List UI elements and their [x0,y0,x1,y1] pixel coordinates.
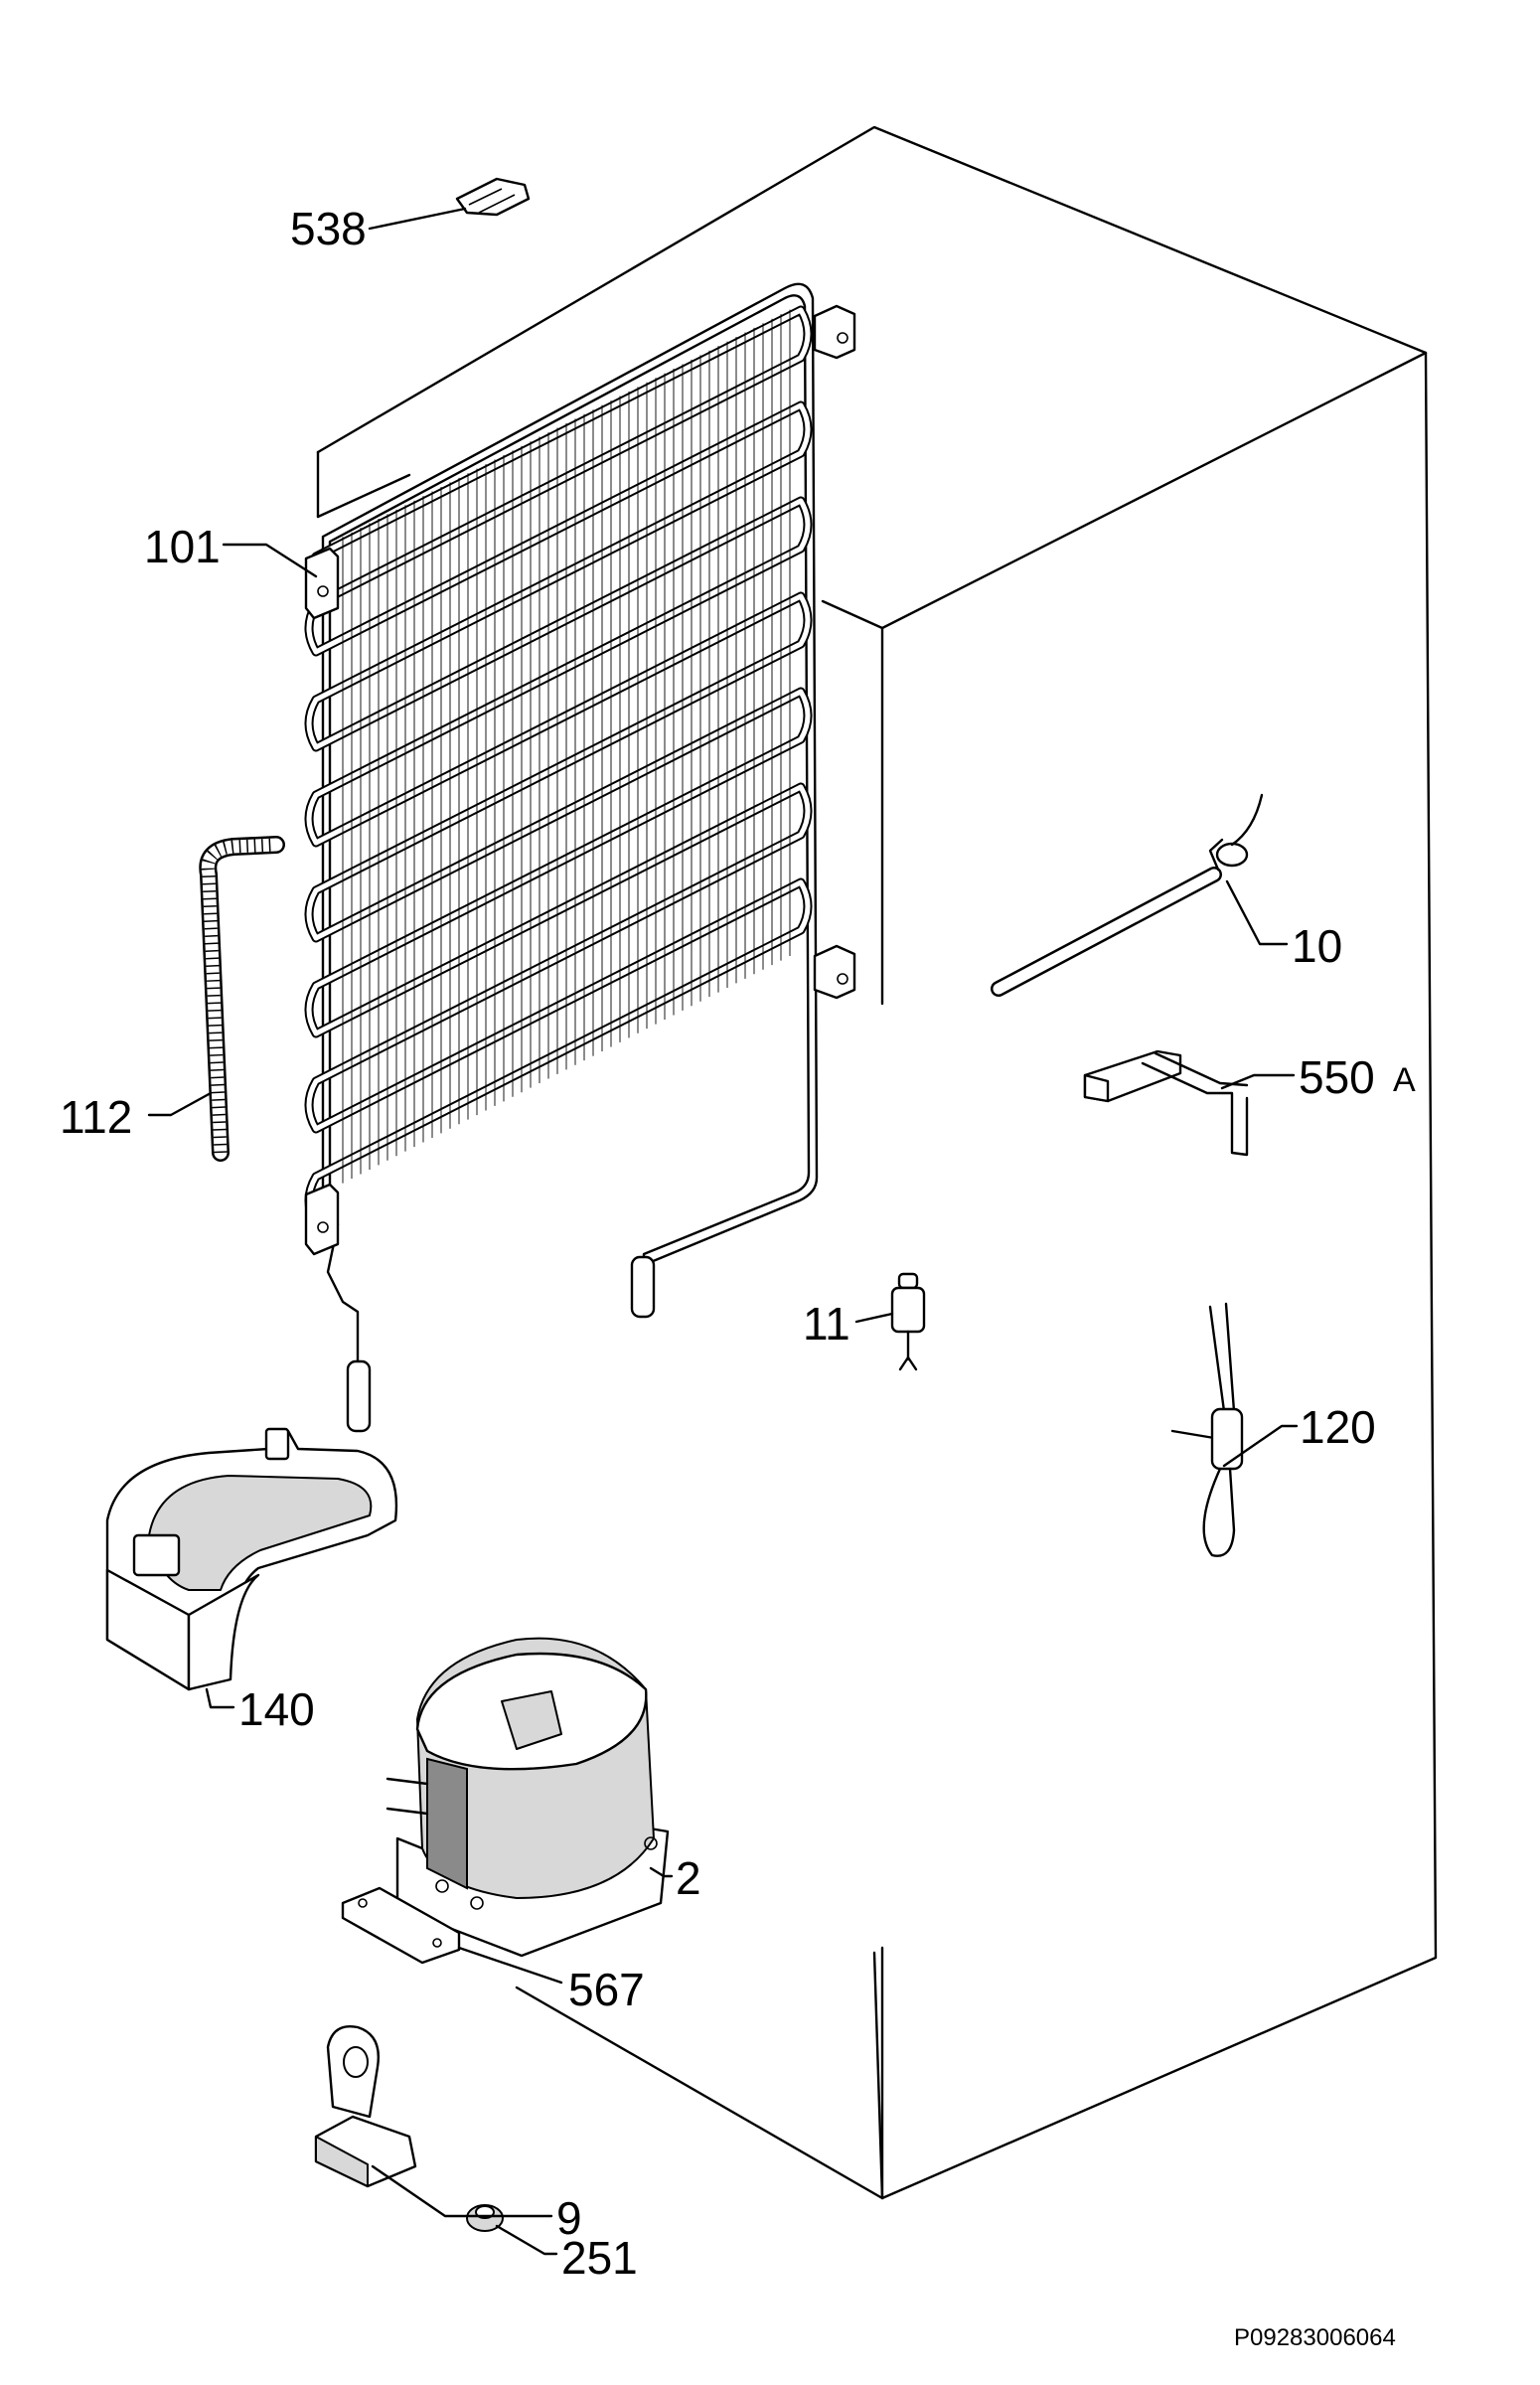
condenser-coil [304,282,856,1433]
label-11: 11 [803,1298,850,1350]
part-550a-bracket [1083,1049,1249,1157]
cabinet-outline [316,125,1438,2200]
drawing-code: P09283006064 [1234,2324,1396,2351]
coil-tube [306,307,811,1227]
part-11-valve [890,1272,926,1371]
part-2-compressor [385,1637,670,1958]
label-567: 567 [568,1964,645,2015]
part-251-nut [466,2204,504,2232]
label-120: 120 [1300,1401,1376,1453]
label-112: 112 [60,1091,132,1143]
label-2: 2 [676,1852,701,1904]
part-567-plate [341,1886,461,1965]
label-140: 140 [238,1683,315,1735]
part-140-drip-tray [105,1427,398,1691]
label-550: 550 [1299,1051,1375,1103]
coil-fins [342,309,791,1184]
label-550-suffix: A [1393,1061,1416,1099]
part-10-sensor [991,793,1264,997]
label-538: 538 [290,203,367,254]
label-10: 10 [1292,920,1342,972]
label-101: 101 [144,521,221,572]
label-9: 9 [556,2192,582,2244]
part-112-drain-hose [199,836,285,1162]
part-9-bracket [314,2025,417,2188]
label-251: 251 [561,2232,638,2284]
leader-lines [147,207,1299,2256]
part-538-clip [455,177,531,217]
part-120-wiring [1170,1302,1244,1557]
